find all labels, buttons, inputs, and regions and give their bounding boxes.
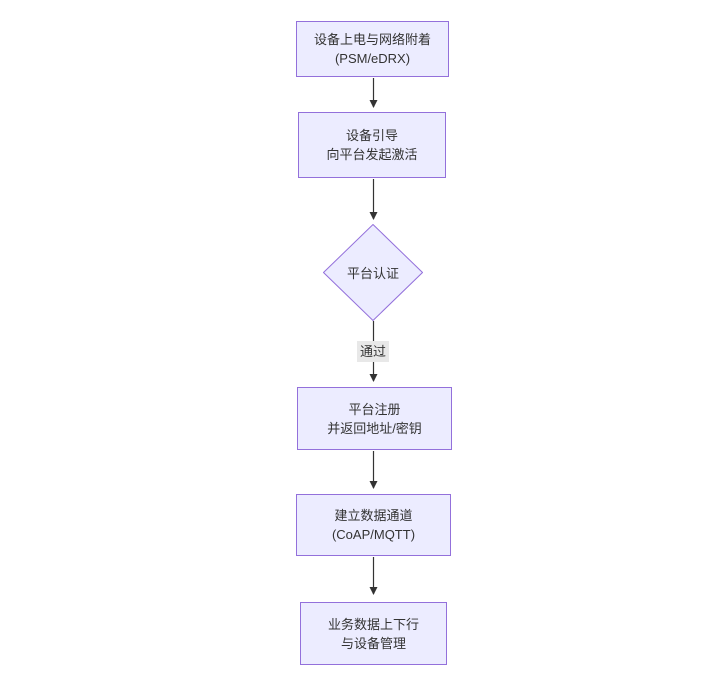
node-business-data-device-management: 业务数据上下行 与设备管理 <box>300 602 447 665</box>
node-label-line: 平台注册 <box>348 401 401 417</box>
node-platform-register-return-credentials: 平台注册 并返回地址/密钥 <box>297 387 452 450</box>
edge-label-pass: 通过 <box>356 341 390 362</box>
diamond-shape <box>323 224 423 321</box>
node-label-line: 建立数据通道 <box>334 508 413 523</box>
node-device-power-network-attach: 设备上电与网络附着 (PSM/eDRX) <box>296 21 449 77</box>
node-label-line: 设备引导 <box>345 128 398 143</box>
node-label-line: 向平台发起激活 <box>326 147 418 162</box>
node-label-line: 与设备管理 <box>340 635 406 651</box>
node-label-line: (PSM/eDRX) <box>334 51 411 66</box>
node-label-line: (CoAP/MQTT) <box>331 527 416 542</box>
node-platform-auth-decision: 平台认证 <box>323 224 423 321</box>
node-device-bootstrap-activate: 设备引导 向平台发起激活 <box>298 112 446 178</box>
node-label-line: 平台认证 <box>346 266 399 281</box>
node-label-line: 设备上电与网络附着 <box>313 32 431 47</box>
node-label-line: 并返回地址/密钥 <box>327 420 422 436</box>
node-label-line: 业务数据上下行 <box>327 616 419 632</box>
node-establish-data-channel: 建立数据通道 (CoAP/MQTT) <box>296 494 451 556</box>
